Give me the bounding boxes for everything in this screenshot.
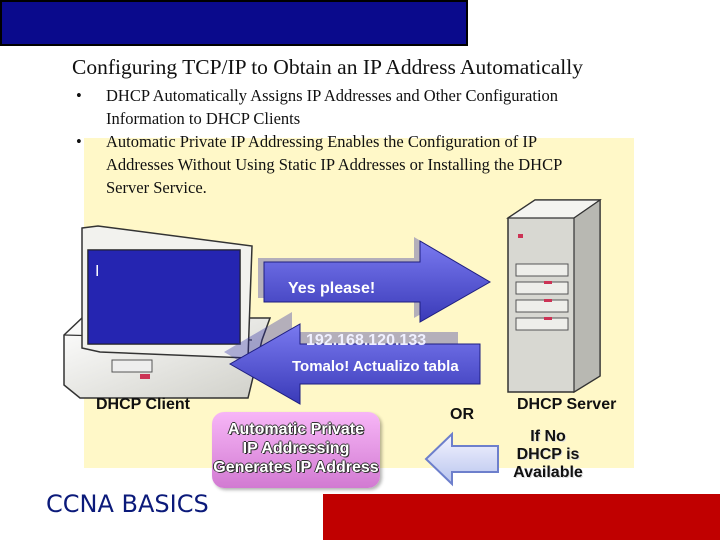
screen-cursor: I — [95, 263, 99, 280]
request-arrow — [258, 237, 491, 323]
server-tower-icon — [506, 198, 602, 394]
condition-line: If No — [530, 428, 566, 445]
footer-brand: CCNA BASICS — [46, 490, 209, 518]
condition-line: Available — [513, 464, 583, 481]
request-arrow-label: Yes please! — [288, 280, 376, 297]
apipa-line: Generates IP Address — [213, 459, 379, 476]
bullet-list: • DHCP Automatically Assigns IP Addresse… — [76, 84, 666, 199]
bullet-line: Automatic Private IP Addressing Enables … — [106, 132, 538, 151]
client-computer-icon — [63, 225, 272, 399]
apipa-text: Automatic Private IP Addressing Generate… — [198, 420, 394, 477]
response-arrow-label: Tomalo! Actualizo tabla — [292, 358, 459, 375]
bullet-line: Addresses Without Using Static IP Addres… — [106, 155, 563, 174]
or-label: OR — [450, 406, 474, 423]
bullet-dot: • — [76, 132, 82, 151]
pointer-left-arrow — [424, 431, 499, 487]
apipa-line: Automatic Private — [227, 421, 365, 438]
bullet-item: • DHCP Automatically Assigns IP Addresse… — [76, 84, 666, 130]
response-ghost-address: 192.168.120.133 — [306, 332, 427, 349]
bullet-dot: • — [76, 86, 82, 105]
condition-line: DHCP is — [516, 446, 580, 463]
bullet-line: DHCP Automatically Assigns IP Addresses … — [106, 86, 559, 105]
bullet-line: Server Service. — [106, 178, 207, 197]
apipa-line: IP Addressing — [242, 440, 350, 457]
response-arrow — [224, 312, 481, 405]
bullet-line: Information to DHCP Clients — [106, 109, 301, 128]
slide-title: Configuring TCP/IP to Obtain an IP Addre… — [72, 55, 584, 79]
apipa-box — [212, 412, 380, 488]
condition-text: If No DHCP is Available — [498, 428, 598, 482]
bullet-item: • Automatic Private IP Addressing Enable… — [76, 130, 666, 199]
header-bar — [0, 0, 468, 46]
server-label: DHCP Server — [517, 396, 617, 413]
footer-bar — [323, 494, 720, 540]
client-label: DHCP Client — [96, 396, 190, 413]
